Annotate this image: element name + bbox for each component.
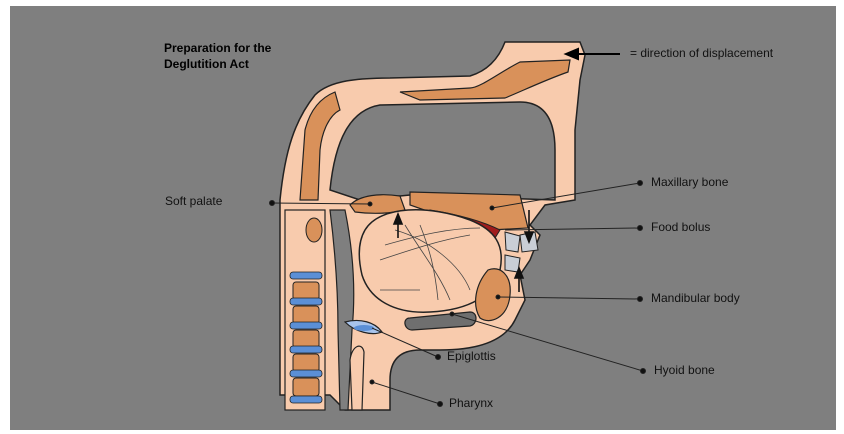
vertebra <box>306 218 322 242</box>
legend-text: = direction of displacement <box>630 46 773 60</box>
vertebra <box>293 354 319 372</box>
title-line-1: Preparation for the <box>164 40 271 56</box>
label-pharynx: Pharynx <box>449 396 493 410</box>
upper-tooth <box>505 232 520 252</box>
title-line-2: Deglutition Act <box>164 56 271 72</box>
intervertebral-disc <box>290 272 322 279</box>
diagram-title: Preparation for the Deglutition Act <box>164 40 271 72</box>
vertebra <box>293 378 319 396</box>
vertebra <box>293 282 319 300</box>
intervertebral-disc <box>290 298 322 305</box>
label-food-bolus: Food bolus <box>651 220 710 234</box>
epiglottis-highlight <box>354 325 374 331</box>
intervertebral-disc <box>290 346 322 353</box>
label-hyoid-bone: Hyoid bone <box>654 363 715 377</box>
label-epiglottis: Epiglottis <box>447 349 496 363</box>
legend-arrow <box>566 49 620 59</box>
label-maxillary-bone: Maxillary bone <box>651 175 728 189</box>
label-soft-palate: Soft palate <box>165 194 222 208</box>
vertebra <box>293 330 319 348</box>
pharynx-wall <box>350 346 364 410</box>
intervertebral-disc <box>290 396 322 403</box>
intervertebral-disc <box>290 322 322 329</box>
vertebra <box>293 306 319 324</box>
intervertebral-disc <box>290 370 322 377</box>
nasal-cavity <box>330 102 555 200</box>
label-mandibular-body: Mandibular body <box>651 291 740 305</box>
